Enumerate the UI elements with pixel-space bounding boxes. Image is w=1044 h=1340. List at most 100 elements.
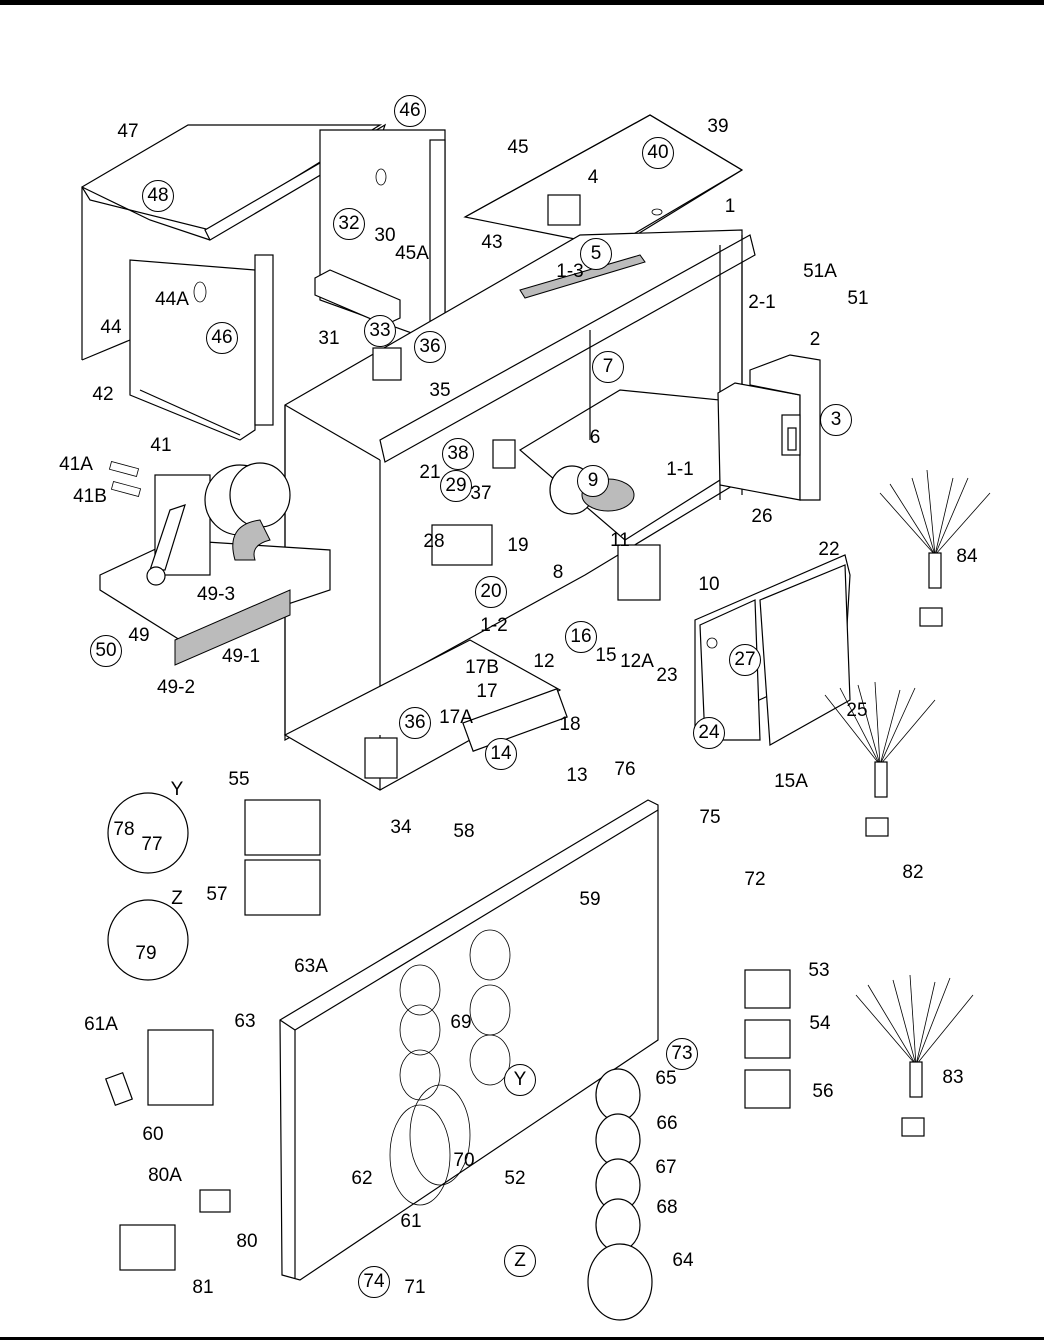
part-label-68: 68 bbox=[656, 1197, 678, 1218]
part-label-33: 33 bbox=[364, 315, 396, 347]
part-label-49: 49 bbox=[128, 625, 150, 646]
part-label-78: 78 bbox=[113, 819, 135, 840]
part-label-51: 51 bbox=[847, 288, 869, 309]
part-label-56: 56 bbox=[812, 1081, 834, 1102]
part-label-5: 5 bbox=[580, 238, 612, 270]
rear-panel bbox=[314, 129, 446, 351]
part-label-49-3: 49-3 bbox=[196, 584, 236, 605]
part-label-26: 26 bbox=[751, 506, 773, 527]
part-label-49-1: 49-1 bbox=[221, 646, 261, 667]
panel-meters bbox=[744, 969, 791, 1109]
connector-80 bbox=[199, 1189, 231, 1213]
part-label-41a: 41A bbox=[59, 454, 93, 475]
detail-circle-y bbox=[107, 792, 189, 874]
part-label-19: 19 bbox=[507, 535, 529, 556]
part-label-31: 31 bbox=[318, 328, 340, 349]
rotary-switch bbox=[99, 461, 331, 666]
part-label-53: 53 bbox=[808, 960, 830, 981]
connector-81 bbox=[119, 1224, 176, 1271]
part-label-59: 59 bbox=[579, 889, 601, 910]
part-label-23: 23 bbox=[656, 665, 678, 686]
part-label-54: 54 bbox=[809, 1013, 831, 1034]
part-label-18: 18 bbox=[559, 714, 581, 735]
relay-35 bbox=[372, 347, 402, 381]
relay-34 bbox=[364, 737, 398, 779]
detail-circle-z bbox=[107, 899, 189, 981]
part-label-44a: 44A bbox=[155, 289, 189, 310]
part-label-67: 67 bbox=[655, 1157, 677, 1178]
part-label-65: 65 bbox=[655, 1068, 677, 1089]
part-label-10: 10 bbox=[698, 574, 720, 595]
part-label-9: 9 bbox=[577, 465, 609, 497]
part-label-12a: 12A bbox=[620, 651, 654, 672]
part-label-51a: 51A bbox=[803, 261, 837, 282]
part-label-52: 52 bbox=[504, 1168, 526, 1189]
wire-harness-84 bbox=[879, 469, 991, 627]
part-label-81: 81 bbox=[192, 1277, 214, 1298]
part-label-61: 61 bbox=[400, 1211, 422, 1232]
part-label-60: 60 bbox=[142, 1124, 164, 1145]
part-label-40: 40 bbox=[642, 137, 674, 169]
part-label-1-2: 1-2 bbox=[480, 615, 508, 636]
part-label-77: 77 bbox=[141, 834, 163, 855]
part-label-45a: 45A bbox=[395, 243, 429, 264]
part-label-17a: 17A bbox=[439, 707, 473, 728]
part-label-44: 44 bbox=[100, 317, 122, 338]
part-label-45: 45 bbox=[507, 137, 529, 158]
pc-board-60 bbox=[147, 1029, 214, 1106]
terminal-bracket-13 bbox=[462, 688, 568, 752]
part-label-17: 17 bbox=[476, 681, 498, 702]
part-label-48: 48 bbox=[142, 180, 174, 212]
top-cover bbox=[463, 114, 744, 249]
part-label-70: 70 bbox=[453, 1150, 475, 1171]
part-label-47: 47 bbox=[117, 121, 139, 142]
part-label-36: 36 bbox=[414, 331, 446, 363]
part-label-46-lower: 46 bbox=[206, 322, 238, 354]
part-label-16: 16 bbox=[565, 621, 597, 653]
part-label-73: 73 bbox=[666, 1038, 698, 1070]
part-label-75: 75 bbox=[699, 807, 721, 828]
part-label-30: 30 bbox=[374, 225, 396, 246]
part-label-2: 2 bbox=[809, 329, 821, 350]
fuse-80a bbox=[104, 1071, 134, 1107]
part-label-49-2: 49-2 bbox=[156, 677, 196, 698]
part-label-25: 25 bbox=[846, 700, 868, 721]
part-label-61a: 61A bbox=[84, 1014, 118, 1035]
detail-ref-y: Y bbox=[504, 1064, 536, 1096]
part-label-42: 42 bbox=[92, 384, 114, 405]
connector-4 bbox=[547, 194, 581, 226]
part-label-29: 29 bbox=[440, 470, 472, 502]
part-label-50: 50 bbox=[90, 635, 122, 667]
part-label-36-lower: 36 bbox=[399, 707, 431, 739]
part-label-58: 58 bbox=[453, 821, 475, 842]
part-label-64: 64 bbox=[672, 1250, 694, 1271]
part-label-46: 46 bbox=[394, 95, 426, 127]
part-label-76: 76 bbox=[614, 759, 636, 780]
part-label-62: 62 bbox=[351, 1168, 373, 1189]
part-label-80a: 80A bbox=[148, 1165, 182, 1186]
part-label-4: 4 bbox=[587, 167, 599, 188]
part-label-27: 27 bbox=[729, 644, 761, 676]
part-label-17b: 17B bbox=[465, 657, 499, 678]
part-label-55: 55 bbox=[228, 769, 250, 790]
part-label-15: 15 bbox=[595, 645, 617, 666]
part-label-8: 8 bbox=[552, 562, 564, 583]
part-label-79: 79 bbox=[135, 943, 157, 964]
part-label-1-3: 1-3 bbox=[556, 261, 584, 282]
part-label-80: 80 bbox=[236, 1231, 258, 1252]
detail-label-z: Z bbox=[171, 888, 183, 909]
part-label-41b: 41B bbox=[73, 486, 107, 507]
top-border bbox=[0, 0, 1044, 5]
part-label-21: 21 bbox=[419, 462, 441, 483]
part-label-71: 71 bbox=[404, 1277, 426, 1298]
part-label-83: 83 bbox=[942, 1067, 964, 1088]
part-label-1: 1 bbox=[724, 196, 736, 217]
part-label-15a: 15A bbox=[774, 771, 808, 792]
part-label-32: 32 bbox=[333, 208, 365, 240]
part-label-41: 41 bbox=[150, 435, 172, 456]
part-label-57: 57 bbox=[206, 884, 228, 905]
part-label-37: 37 bbox=[470, 483, 492, 504]
part-label-1-1: 1-1 bbox=[666, 459, 694, 480]
counters bbox=[244, 799, 321, 916]
part-label-69: 69 bbox=[450, 1012, 472, 1033]
